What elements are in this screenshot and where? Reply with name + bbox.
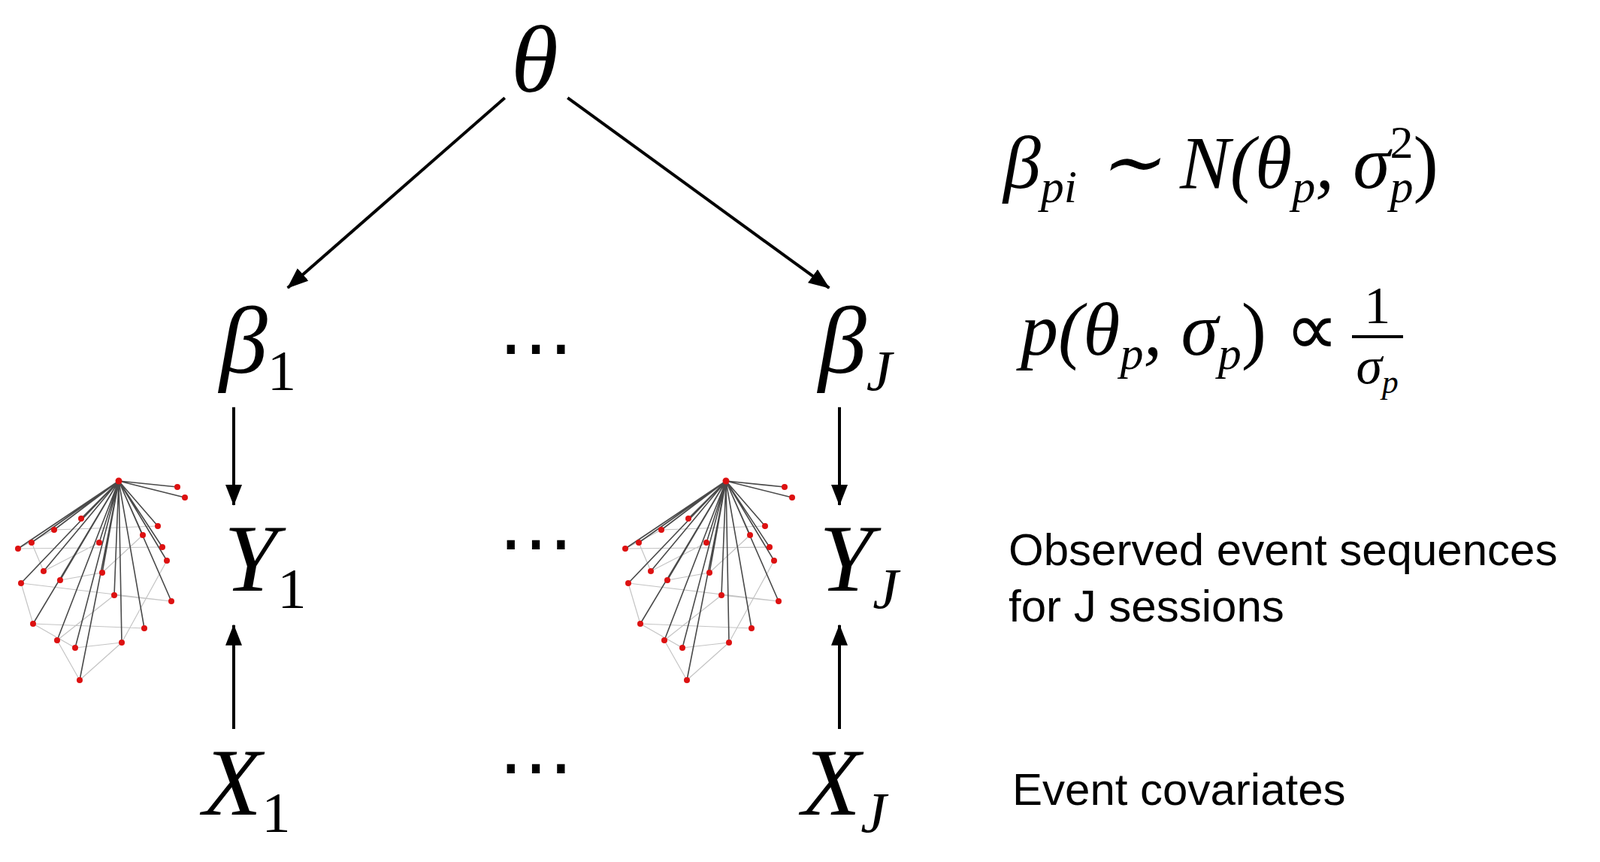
math-symbol: Y <box>223 505 278 612</box>
equation: p(θp, σp) ∝1σp <box>1020 279 1404 399</box>
arrow-connector <box>287 97 506 288</box>
annotation-text: Observed event sequences for J sessions <box>1008 521 1588 635</box>
math-symbol: , σ <box>1315 120 1390 205</box>
math-script-stack: 2p <box>1390 120 1414 209</box>
math-symbol: σ <box>1356 336 1383 395</box>
math-subscript: p <box>1291 160 1316 212</box>
math-subscript: J <box>866 338 893 403</box>
math-symbol: X <box>202 728 262 836</box>
fraction-numerator: 1 <box>1361 279 1394 336</box>
network-graph <box>15 477 188 684</box>
math-superscript: 2 <box>1390 120 1414 165</box>
math-subscript: pi <box>1040 160 1077 212</box>
arrow-connector <box>837 407 841 506</box>
arrow-connector <box>837 625 841 729</box>
symbol-node: β1 <box>214 289 304 406</box>
math-symbol: ) ∝ <box>1241 287 1339 372</box>
arrow-connector <box>232 407 236 506</box>
symbol-node: θ <box>506 8 566 112</box>
math-subscript: J <box>860 780 887 845</box>
math-symbol: p(θ <box>1020 287 1120 372</box>
math-symbol: β <box>1003 120 1041 205</box>
math-symbol: β <box>818 287 867 394</box>
math-symbol: θ <box>511 6 559 113</box>
math-subscript: 1 <box>277 556 306 621</box>
arrow-connector <box>232 625 236 729</box>
math-symbol: X <box>801 728 861 836</box>
ellipsis: ⋯ <box>498 505 574 581</box>
math-symbol: ) <box>1413 120 1439 205</box>
math-subscript: 1 <box>267 338 297 403</box>
math-subscript: p <box>1119 327 1144 379</box>
math-symbol: ∼ N(θ <box>1097 120 1292 205</box>
math-subscript: p <box>1390 164 1414 209</box>
arrow-connector <box>567 97 829 288</box>
annotation-text: Event covariates <box>1012 761 1584 818</box>
symbol-node: Y1 <box>219 507 315 624</box>
network-graph <box>622 477 796 684</box>
math-subscript: J <box>872 556 899 621</box>
fraction-denominator: σp <box>1351 335 1404 399</box>
symbol-node: YJ <box>814 507 906 624</box>
ellipsis: ⋯ <box>498 309 574 385</box>
equation: βpi∼ N(θp, σ2p) <box>1003 117 1439 215</box>
symbol-node: X1 <box>198 731 299 847</box>
math-symbol: β <box>219 287 268 394</box>
math-fraction: 1σp <box>1351 279 1404 399</box>
math-symbol: , σ <box>1143 287 1218 372</box>
ellipsis: ⋯ <box>498 728 574 805</box>
symbol-node: XJ <box>797 731 894 847</box>
symbol-node: βJ <box>813 289 900 406</box>
math-symbol: Y <box>819 505 873 612</box>
math-subscript: 1 <box>261 780 291 845</box>
math-subscript: p <box>1382 363 1399 400</box>
math-subscript: p <box>1218 327 1242 379</box>
